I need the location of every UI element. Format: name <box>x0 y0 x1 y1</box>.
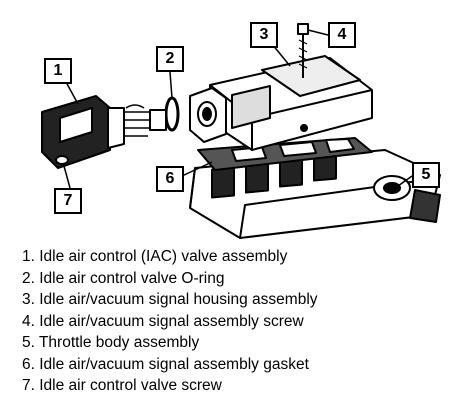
legend-item: 2. Idle air control valve O-ring <box>22 269 225 287</box>
legend-item: 5. Throttle body assembly <box>22 334 200 351</box>
callout-1: 1 <box>44 58 72 84</box>
o-ring <box>164 96 180 132</box>
parts-legend: 1. Idle air control (IAC) valve assembly… <box>22 246 318 397</box>
throttle-body <box>189 149 441 239</box>
callout-3: 3 <box>250 22 278 48</box>
legend-item: 4. Idle air/vacuum signal assembly screw <box>22 312 304 330</box>
exploded-diagram: 1 2 3 4 5 6 7 <box>41 22 441 239</box>
legend-item: 6. Idle air/vacuum signal assembly gaske… <box>22 355 309 373</box>
housing-screw <box>297 23 309 78</box>
iac-valve <box>41 95 167 169</box>
callout-6: 6 <box>156 166 184 192</box>
callout-2: 2 <box>156 46 184 72</box>
gasket <box>197 137 373 171</box>
signal-housing <box>189 55 373 151</box>
callout-7: 7 <box>54 188 82 214</box>
legend-item: 1. Idle air control (IAC) valve assembly <box>22 248 288 265</box>
legend-item: 3. Idle air/vacuum signal housing assemb… <box>22 291 318 308</box>
legend-item: 7. Idle air control valve screw <box>22 377 222 394</box>
callout-5: 5 <box>412 162 440 188</box>
diagram-drawing <box>41 23 441 239</box>
callout-4: 4 <box>328 22 356 48</box>
